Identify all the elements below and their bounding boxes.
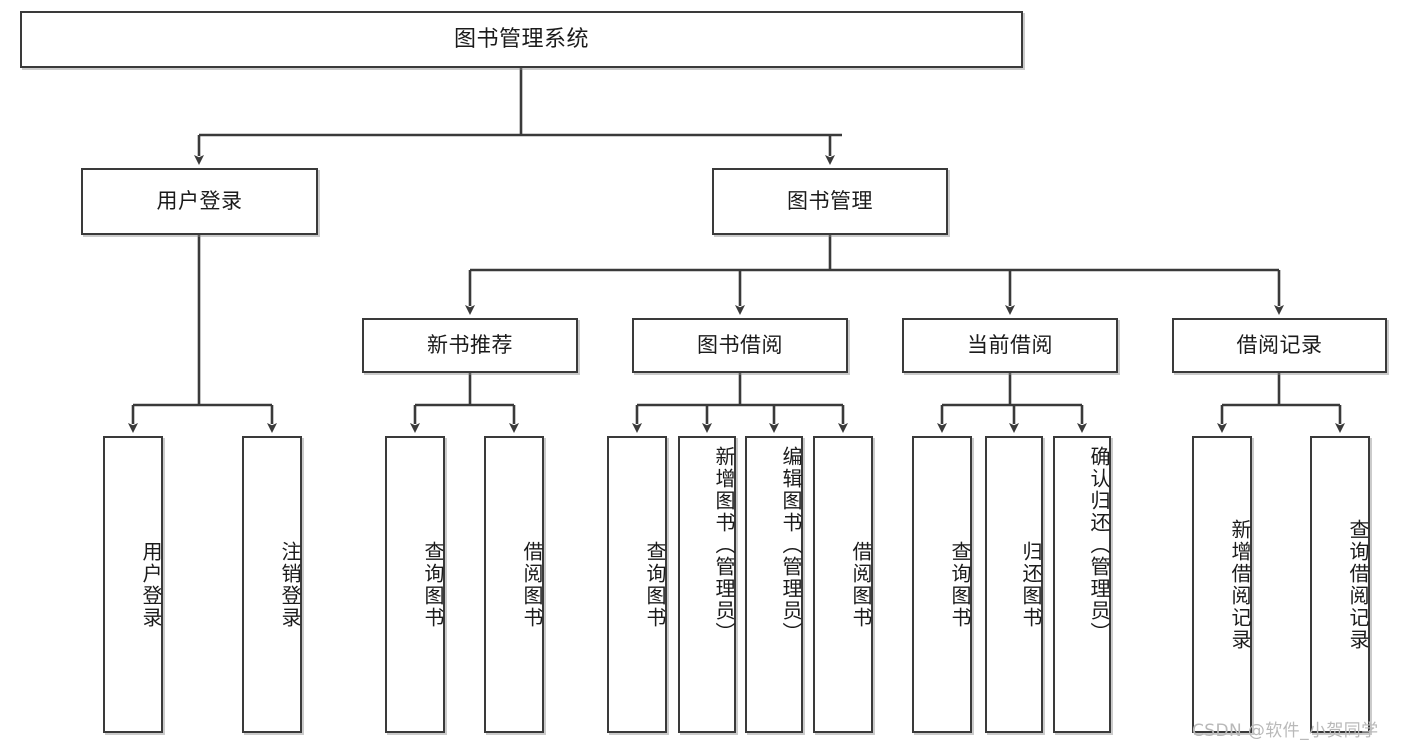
- node-leaf-borrow-book-bb-label: 借阅图书: [849, 540, 873, 629]
- node-current-borrow-label: 当前借阅: [967, 333, 1053, 358]
- node-borrow-record-label: 借阅记录: [1236, 333, 1323, 358]
- node-root-label: 图书管理系统: [453, 26, 589, 52]
- node-leaf-borrow-book-rec[interactable]: 借阅图书: [484, 436, 544, 733]
- node-leaf-add-record-label: 新增借阅记录: [1228, 518, 1252, 651]
- node-leaf-edit-book[interactable]: 编辑图书（管理员）: [745, 436, 803, 733]
- node-leaf-user-login[interactable]: 用户登录: [103, 436, 163, 733]
- node-leaf-query-book-rec-label: 查询图书: [421, 540, 445, 629]
- node-leaf-user-logout[interactable]: 注销登录: [242, 436, 302, 733]
- node-leaf-user-login-label: 用户登录: [139, 540, 163, 629]
- node-user-login-label: 用户登录: [156, 189, 243, 214]
- node-leaf-user-logout-label: 注销登录: [278, 540, 302, 629]
- node-root[interactable]: 图书管理系统: [20, 11, 1023, 68]
- node-leaf-query-book-cb-label: 查询图书: [948, 540, 972, 629]
- node-leaf-borrow-book-rec-label: 借阅图书: [520, 540, 544, 629]
- node-book-manage[interactable]: 图书管理: [712, 168, 948, 235]
- node-leaf-query-book-rec[interactable]: 查询图书: [385, 436, 445, 733]
- node-leaf-return-book-label: 归还图书: [1019, 540, 1043, 629]
- node-leaf-add-book-label: 新增图书（管理员）: [712, 446, 736, 644]
- node-leaf-confirm-return[interactable]: 确认归还（管理员）: [1053, 436, 1111, 733]
- node-leaf-return-book[interactable]: 归还图书: [985, 436, 1043, 733]
- node-leaf-add-book[interactable]: 新增图书（管理员）: [678, 436, 736, 733]
- node-leaf-query-book-cb[interactable]: 查询图书: [912, 436, 972, 733]
- node-new-book-rec-label: 新书推荐: [427, 333, 513, 358]
- node-leaf-query-book-bb[interactable]: 查询图书: [607, 436, 667, 733]
- node-leaf-add-record[interactable]: 新增借阅记录: [1192, 436, 1252, 733]
- node-book-borrow[interactable]: 图书借阅: [632, 318, 848, 373]
- node-leaf-borrow-book-bb[interactable]: 借阅图书: [813, 436, 873, 733]
- node-leaf-query-book-bb-label: 查询图书: [643, 540, 667, 629]
- node-leaf-query-record[interactable]: 查询借阅记录: [1310, 436, 1370, 733]
- csdn-watermark: CSDN @软件_小贺同学: [1192, 721, 1379, 741]
- node-new-book-rec[interactable]: 新书推荐: [362, 318, 578, 373]
- node-user-login[interactable]: 用户登录: [81, 168, 318, 235]
- node-current-borrow[interactable]: 当前借阅: [902, 318, 1118, 373]
- node-leaf-edit-book-label: 编辑图书（管理员）: [779, 446, 803, 644]
- node-book-borrow-label: 图书借阅: [697, 333, 783, 358]
- node-book-manage-label: 图书管理: [787, 189, 873, 214]
- node-borrow-record[interactable]: 借阅记录: [1172, 318, 1387, 373]
- node-leaf-query-record-label: 查询借阅记录: [1346, 518, 1370, 651]
- node-leaf-confirm-return-label: 确认归还（管理员）: [1087, 446, 1111, 644]
